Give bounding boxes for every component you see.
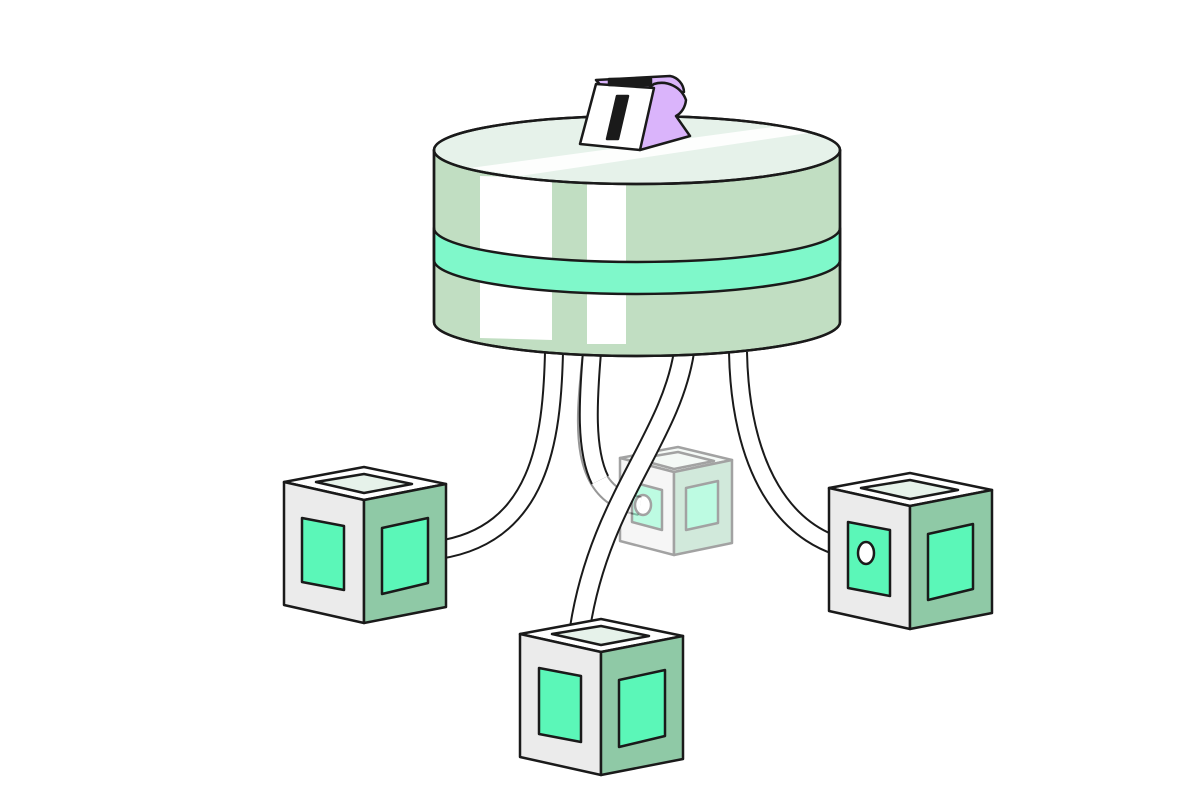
toggle-switch-lever: [605, 94, 630, 141]
cube-left-side-panel: [380, 516, 430, 596]
cable-left: [436, 351, 564, 560]
cube-back-front-panel: [630, 480, 664, 532]
cube-bottom-side-panel: [617, 668, 667, 749]
cube-node-bottom: [518, 617, 685, 777]
cube-node-left: [282, 465, 448, 625]
cube-right-port: [856, 540, 876, 566]
cube-bottom-front-panel: [537, 666, 583, 744]
cube-left-front-panel: [300, 516, 346, 592]
cables: [436, 350, 870, 562]
cube-back-side: [672, 458, 734, 557]
database-body-outline: [432, 150, 842, 358]
cube-node-right: [827, 471, 994, 631]
cube-back-side-panel: [684, 479, 720, 532]
cube-bottom-top-inset: [550, 624, 651, 647]
cable-bottom: [569, 350, 695, 630]
toggle-switch-slot: [607, 77, 653, 87]
cube-right-top-inset: [859, 478, 960, 501]
cube-back-port: [633, 493, 653, 517]
toggle-switch-icon: [578, 74, 692, 152]
cube-right-side-panel: [926, 522, 975, 602]
database-icon: [432, 114, 842, 358]
cable-back-upper: [578, 351, 610, 485]
cube-left-top-inset: [314, 472, 414, 495]
database-top-highlight: [470, 126, 815, 176]
